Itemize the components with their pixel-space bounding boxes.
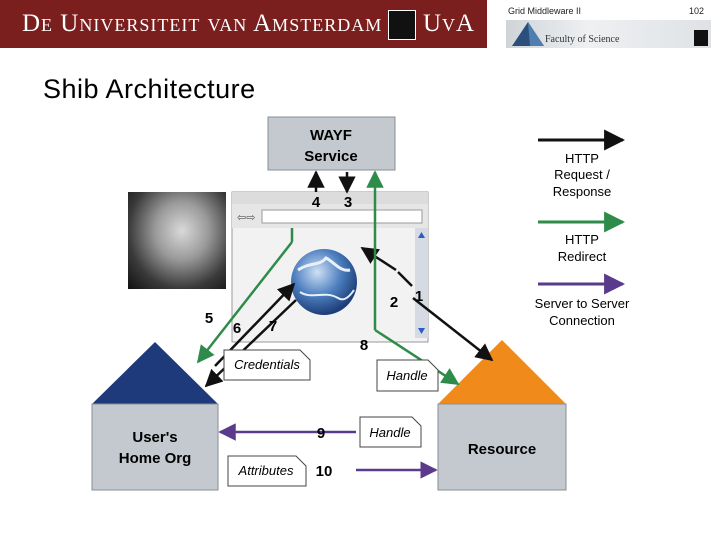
legend-http-line2: Request /: [554, 167, 610, 182]
legend-redirect-line2: Redirect: [558, 249, 607, 264]
step-7-label: 7: [269, 318, 277, 335]
legend-redirect-line1: HTTP: [565, 232, 599, 247]
pyramid-icon: [512, 22, 544, 46]
faculty-banner: [506, 20, 711, 48]
scroll-up-icon: [418, 232, 425, 238]
home-org-label-line1: User's: [132, 429, 177, 446]
university-banner: De Universiteit van Amsterdam UvA: [0, 0, 487, 48]
wayf-label-line1: WAYF: [310, 127, 352, 144]
legend-s2s-line1: Server to Server: [535, 296, 630, 311]
step-2-label: 2: [390, 294, 398, 311]
attributes-document: Attributes: [227, 455, 307, 487]
course-name: Grid Middleware II: [508, 6, 582, 16]
step-1-arrow: [412, 297, 494, 362]
step-9-label: 9: [317, 425, 325, 442]
home-org-label-line2: Home Org: [119, 450, 192, 467]
university-name: De Universiteit van Amsterdam: [22, 10, 383, 37]
step-10-label: 10: [316, 463, 333, 480]
user-photo: [128, 192, 226, 289]
page-number: 102: [689, 6, 705, 16]
legend-http-line3: Response: [553, 184, 612, 199]
resource-building: Resource: [437, 340, 567, 491]
step-6-label: 6: [233, 320, 241, 337]
step-3-label: 3: [344, 194, 352, 211]
globe-icon: [291, 249, 357, 315]
resource-label: Resource: [468, 441, 536, 458]
wayf-service-box: WAYF Service: [267, 116, 396, 171]
step-8-arrow: [374, 328, 460, 386]
home-org-building: User's Home Org: [91, 342, 219, 491]
step-8-label: 8: [360, 337, 368, 354]
handle-document-bottom: Handle: [359, 416, 422, 448]
uva-logo-icon: [388, 10, 416, 40]
legend-http-line1: HTTP: [565, 151, 599, 166]
legend-s2s-line2: Connection: [549, 313, 615, 328]
step-5-arrow: [196, 241, 293, 364]
credentials-label: Credentials: [234, 357, 300, 372]
handle-label-bottom: Handle: [369, 425, 410, 440]
step-2-arrow-tail: [397, 271, 413, 287]
step-6-arrow: [204, 299, 297, 388]
step-2-arrow: [360, 246, 397, 272]
legend: HTTP Request / Response HTTP Redirect Se…: [535, 129, 630, 328]
handle-label-top: Handle: [386, 368, 427, 383]
uva-abbreviation: UvA: [423, 10, 476, 37]
step-1-label: 1: [415, 288, 423, 305]
faculty-name: Faculty of Science: [545, 34, 620, 45]
step-5-label: 5: [205, 310, 213, 327]
credentials-document: Credentials: [223, 349, 311, 381]
faculty-corner-logo-icon: [694, 30, 708, 46]
wayf-label-line2: Service: [304, 148, 357, 165]
handle-document-top: Handle: [376, 359, 439, 392]
nav-arrows-icon: ⇦⇨: [237, 212, 255, 224]
scroll-down-icon: [418, 328, 425, 334]
attributes-label: Attributes: [238, 463, 294, 478]
step-4-label: 4: [312, 194, 321, 211]
slide-title: Shib Architecture: [43, 74, 256, 104]
